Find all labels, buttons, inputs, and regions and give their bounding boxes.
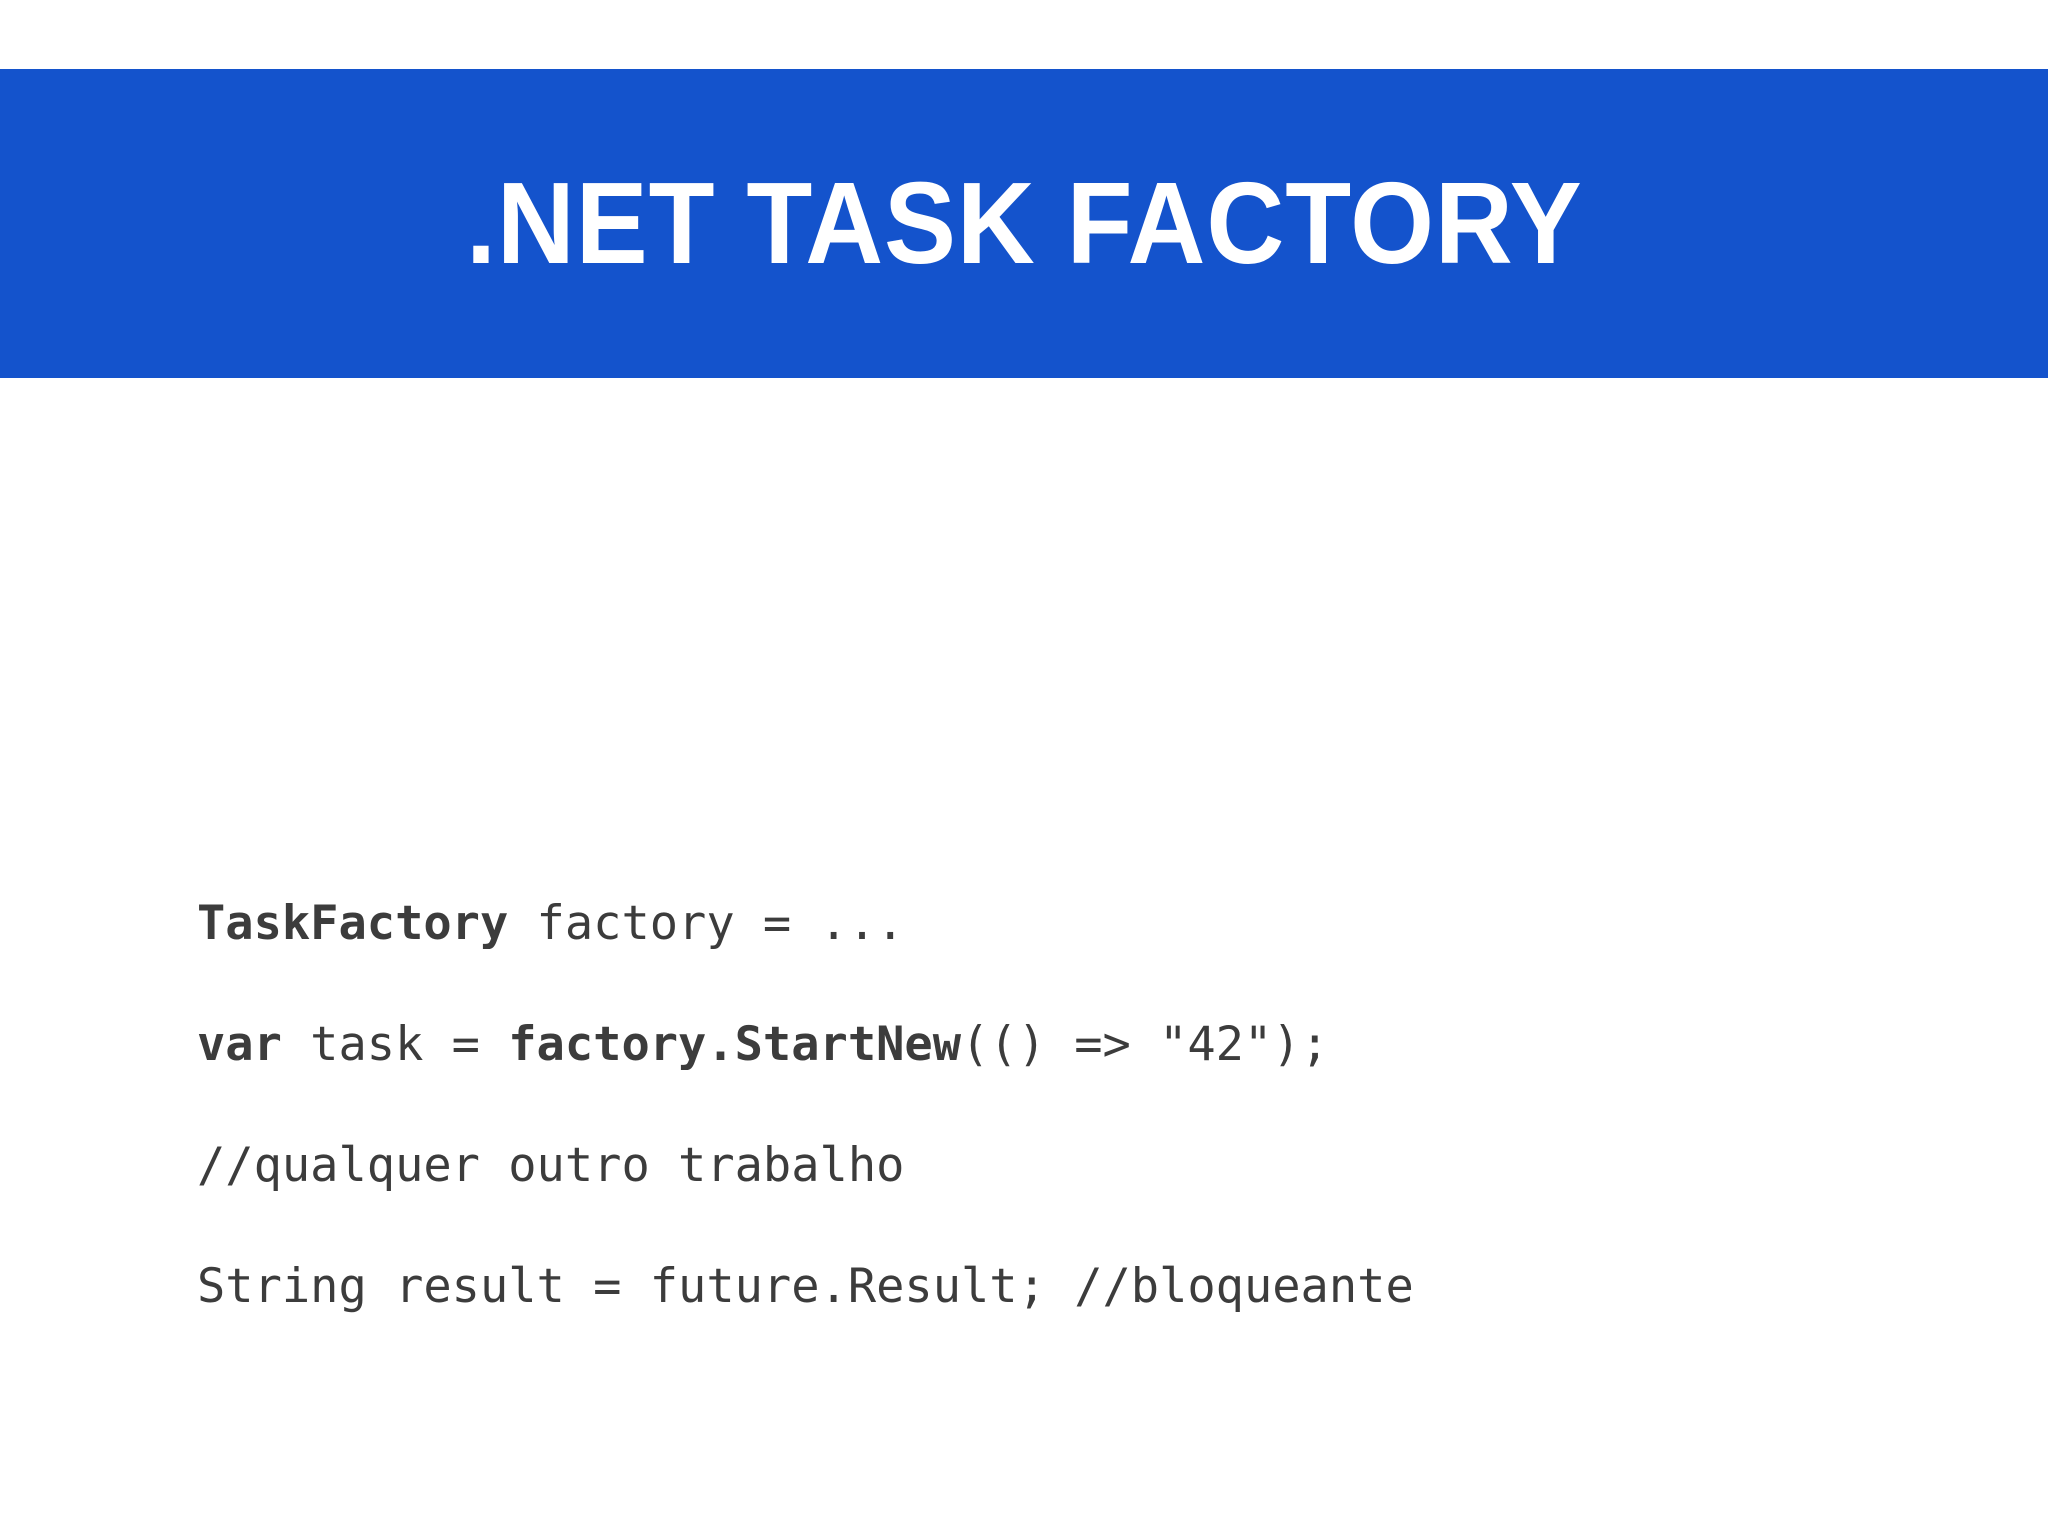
code-token-keyword: factory.StartNew (508, 1017, 962, 1072)
code-token-plain: task = (281, 1017, 509, 1072)
code-token-keyword: var (197, 1017, 282, 1072)
code-line: String result = future.Result; //bloquea… (197, 1226, 1957, 1347)
code-token-plain: String result = future.Result; //bloquea… (197, 1259, 1414, 1314)
code-line: var task = factory.StartNew(() => "42"); (197, 984, 1957, 1105)
slide-header-band: .NET TASK FACTORY (0, 69, 2048, 378)
code-line: TaskFactory factory = ... (197, 863, 1957, 984)
page-title: .NET TASK FACTORY (465, 158, 1583, 289)
code-token-plain: //qualquer outro trabalho (197, 1138, 905, 1193)
code-token-keyword: TaskFactory (197, 896, 509, 951)
code-line: //qualquer outro trabalho (197, 1105, 1957, 1226)
code-block: TaskFactory factory = ...var task = fact… (197, 500, 1957, 1347)
code-token-plain: factory = ... (508, 896, 905, 951)
code-token-plain: (() => "42"); (961, 1017, 1329, 1072)
